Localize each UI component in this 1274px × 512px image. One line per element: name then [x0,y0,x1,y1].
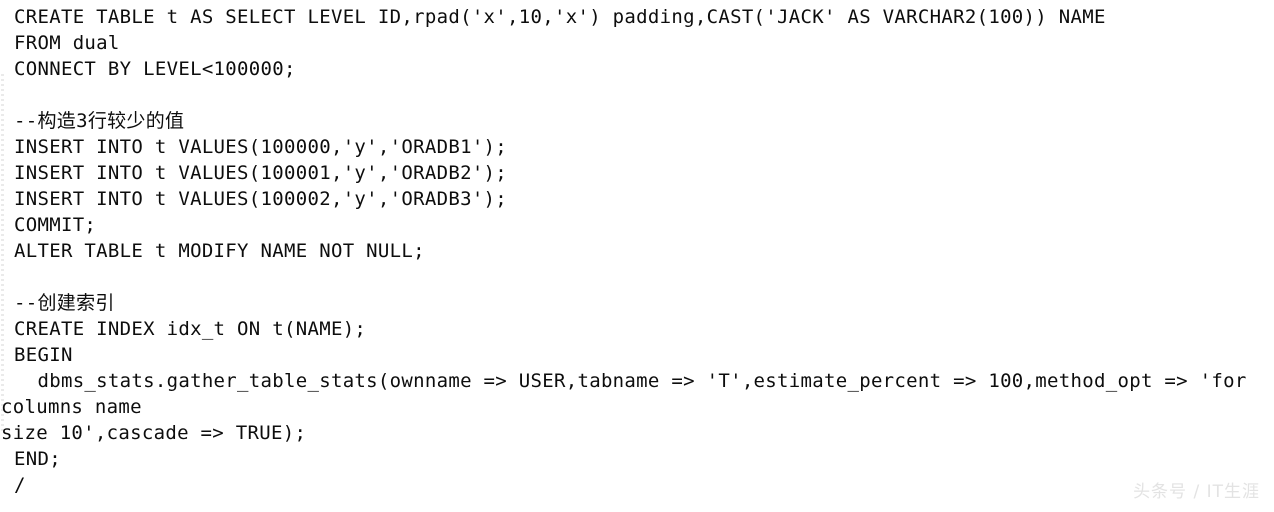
code-line: BEGIN [14,344,73,366]
code-line: columns name [1,396,142,418]
code-line: --构造3行较少的值 [14,110,185,132]
code-line: CONNECT BY LEVEL<100000; [14,58,296,80]
code-line: COMMIT; [14,214,97,236]
code-line: --创建索引 [14,292,115,314]
code-line: INSERT INTO t VALUES(100002,'y','ORADB3'… [14,188,508,210]
code-blank-line [0,264,1274,290]
code-line: END; [14,448,61,470]
code-line: dbms_stats.gather_table_stats(ownname =>… [14,370,1247,392]
code-blank-line [0,82,1274,108]
code-line: ALTER TABLE t MODIFY NAME NOT NULL; [14,240,425,262]
code-line: / [14,474,26,496]
code-line: size 10',cascade => TRUE); [1,422,307,444]
code-line: INSERT INTO t VALUES(100000,'y','ORADB1'… [14,136,508,158]
code-line: CREATE INDEX idx_t ON t(NAME); [14,318,367,340]
code-block: CREATE TABLE t AS SELECT LEVEL ID,rpad('… [0,6,1274,496]
code-line: CREATE TABLE t AS SELECT LEVEL ID,rpad('… [14,6,1106,28]
code-line: INSERT INTO t VALUES(100001,'y','ORADB2'… [14,162,508,184]
code-line: FROM dual [14,32,120,54]
